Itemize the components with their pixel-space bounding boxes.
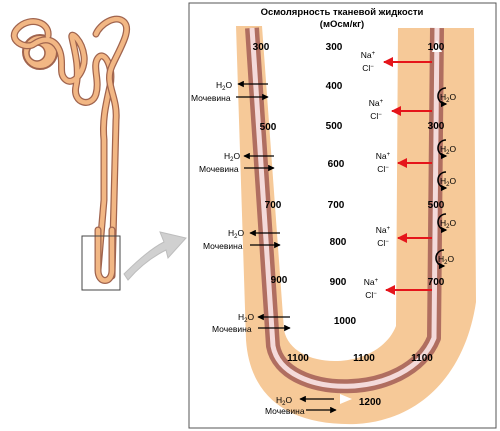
tubule-lumen (249, 27, 440, 389)
water-label: H2O (224, 151, 240, 163)
sodium-label: Na+ (364, 277, 379, 287)
ascending-water-curls: H2O H2O H2O H2O H2O (435, 87, 456, 270)
sodium-label: Na+ (376, 225, 391, 235)
water-label: H2O (238, 312, 254, 324)
water-label: H2O (440, 144, 456, 156)
water-curl: H2O (435, 249, 454, 270)
zoom-arrow (123, 231, 187, 281)
interstitial-value: 1000 (334, 316, 357, 327)
interstitial-value: 400 (326, 81, 343, 92)
urea-label: Мочевина (199, 164, 239, 174)
ascending-value: 100 (428, 42, 445, 53)
urea-label: Мочевина (191, 93, 231, 103)
nacl-group: Na+ Cl− (376, 225, 432, 248)
water-curl: H2O (437, 171, 456, 192)
flow-arrow-top (432, 40, 442, 52)
nacl-group: Na+ Cl− (369, 98, 432, 121)
water-label: H2O (276, 395, 292, 407)
water-label: H2O (228, 228, 244, 240)
nacl-group: Na+ Cl− (364, 277, 432, 300)
water-urea-exchange: H2O Мочевина H2O Мочевина H2O Мочевина H… (191, 80, 337, 416)
descending-value: 1100 (287, 353, 309, 364)
water-label: H2O (216, 80, 232, 92)
water-label: H2O (440, 92, 456, 104)
sodium-label: Na+ (361, 50, 376, 60)
descending-value: 700 (265, 200, 282, 211)
ascending-value: 500 (428, 200, 445, 211)
descending-limb-values: 300 500 700 900 1100 (253, 42, 310, 364)
descending-value: 300 (253, 42, 270, 53)
water-label: H2O (440, 218, 456, 230)
nacl-group: Na+ Cl− (376, 151, 432, 174)
zoom-box (81, 235, 121, 291)
nacl-group: Na+ Cl− (361, 50, 432, 73)
urea-label: Мочевина (203, 241, 243, 251)
sodium-label: Na+ (376, 151, 391, 161)
ascending-limb-values: 100 300 500 700 1100 (411, 42, 445, 364)
interstitial-value: 900 (330, 277, 347, 288)
nephron-overview (10, 15, 187, 291)
water-curl: H2O (437, 139, 456, 160)
descending-value: 500 (260, 122, 277, 133)
chloride-label: Cl− (377, 238, 389, 248)
interstitial-value: 1100 (353, 353, 375, 364)
interstitial-value: 600 (328, 159, 345, 170)
interstitial-values: 300 400 500 600 700 800 900 1000 1100 12… (326, 42, 382, 408)
panel-units: (мОсм/кг) (320, 19, 364, 30)
urea-label: Мочевина (212, 324, 252, 334)
interstitial-value: 800 (330, 237, 347, 248)
ascending-value: 700 (428, 277, 445, 288)
sodium-chloride-transport: Na+ Cl− Na+ Cl− Na+ Cl− Na+ Cl− Na+ Cl− (361, 50, 432, 300)
interstitial-value: 700 (328, 200, 345, 211)
chloride-label: Cl− (362, 63, 374, 73)
ascending-value: 300 (428, 121, 445, 132)
chloride-label: Cl− (377, 164, 389, 174)
water-label: H2O (438, 254, 454, 266)
loop-of-henle-detail (236, 26, 476, 425)
water-curl: H2O (437, 213, 456, 234)
water-curl: H2O (437, 87, 456, 108)
flow-arrow-bottom (340, 394, 352, 404)
panel-title: Осмолярность тканевой жидкости (261, 7, 424, 18)
chloride-label: Cl− (365, 290, 377, 300)
ascending-value: 1100 (411, 353, 433, 364)
descending-value: 900 (271, 275, 288, 286)
water-label: H2O (440, 176, 456, 188)
interstitial-value: 300 (326, 42, 343, 53)
sodium-label: Na+ (369, 98, 384, 108)
chloride-label: Cl− (370, 111, 382, 121)
interstitial-value: 500 (326, 121, 343, 132)
urea-label: Мочевина (265, 406, 305, 416)
tubule-tissue (236, 26, 476, 425)
interstitial-value: 1200 (359, 397, 382, 408)
